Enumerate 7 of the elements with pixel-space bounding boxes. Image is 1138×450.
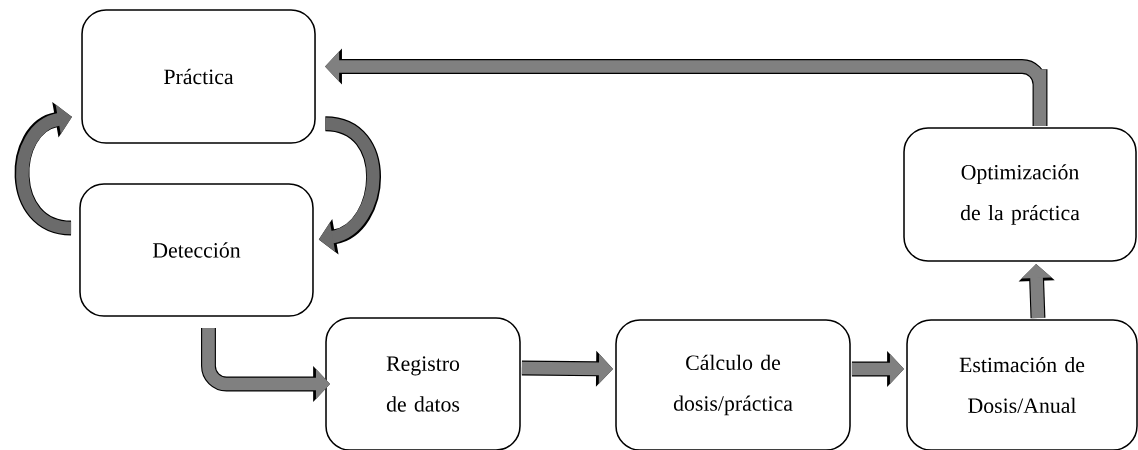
process-box: Estimación de Dosis/Anual — [906, 319, 1138, 450]
process-box: Práctica — [81, 9, 316, 144]
process-box: Registro de datos — [325, 317, 521, 450]
process-box: Cálculo de dosis/práctica — [615, 319, 851, 450]
process-box: Optimización de la práctica — [903, 127, 1137, 262]
block-arrow — [14, 102, 73, 236]
process-box: Detección — [79, 183, 314, 317]
